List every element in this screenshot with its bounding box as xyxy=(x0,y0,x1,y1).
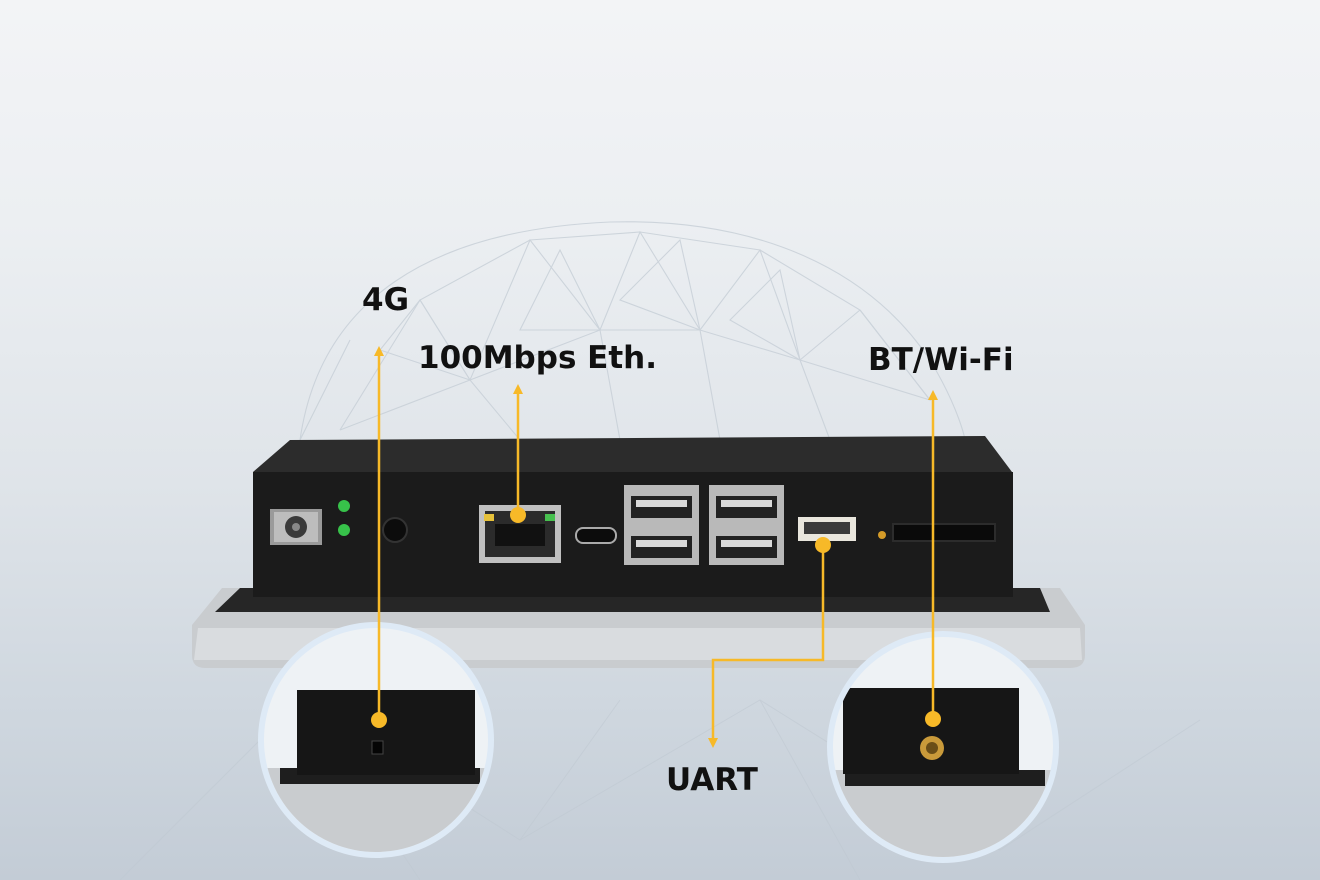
callout-ethernet: 100Mbps Eth. xyxy=(418,340,658,376)
callout-bt-wifi: BT/Wi-Fi xyxy=(868,342,1014,378)
callout-4g: 4G xyxy=(362,282,410,318)
callout-uart: UART xyxy=(666,762,758,798)
